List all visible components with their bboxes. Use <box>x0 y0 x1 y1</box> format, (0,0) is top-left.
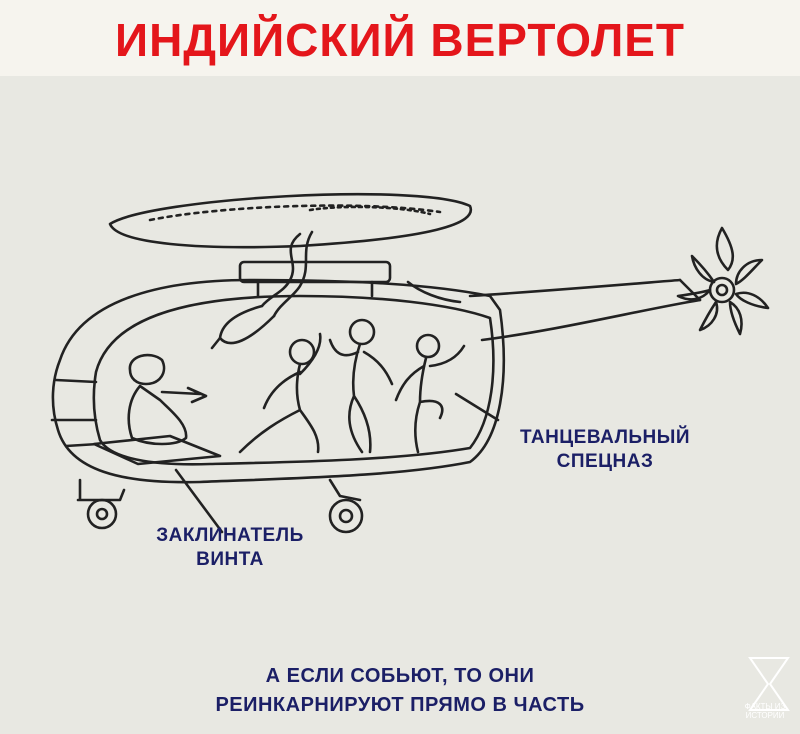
bottom-caption: А ЕСЛИ СОБЬЮТ, ТО ОНИ РЕИНКАРНИРУЮТ ПРЯМ… <box>130 662 670 720</box>
landing-gear <box>76 478 364 534</box>
dancer-figure <box>238 332 322 454</box>
caption-line-2: РЕИНКАРНИРУЮТ ПРЯМО В ЧАСТЬ <box>215 694 585 716</box>
watermark: ФАКТЫ ИЗ ИСТОРИИ <box>735 652 795 728</box>
charmer-pointer-line <box>174 468 224 534</box>
hourglass-logo-icon <box>748 657 790 711</box>
tail-boom <box>406 278 702 342</box>
snake-charmer-figure <box>92 353 222 466</box>
charmer-label-line-1: ЗАКЛИНАТЕЛЬ <box>156 525 304 546</box>
snake-icon <box>210 230 314 350</box>
caption-line-1: А ЕСЛИ СОБЬЮТ, ТО ОНИ <box>265 665 535 687</box>
main-rotor-icon <box>108 192 473 249</box>
title-band <box>0 0 800 76</box>
dancer-figure <box>394 333 466 454</box>
charmer-label-line-2: ВИНТА <box>196 549 264 570</box>
charmer-label: ЗАКЛИНАТЕЛЬ ВИНТА <box>110 524 350 572</box>
dancers-label-line-1: ТАНЦЕВАЛЬНЫЙ <box>519 427 691 448</box>
page-title: ИНДИЙСКИЙ ВЕРТОЛЕТ <box>115 14 685 66</box>
watermark-line-2: ИСТОРИИ <box>745 711 785 720</box>
dancers-label: ТАНЦЕВАЛЬНЫЙ СПЕЦНАЗ <box>470 426 740 474</box>
dancers-pointer-line <box>454 392 500 422</box>
flower-tail-rotor-icon <box>676 226 770 336</box>
watermark-line-1: ФАКТЫ ИЗ <box>744 702 786 711</box>
dancer-figure <box>328 318 394 454</box>
dancers-label-line-2: СПЕЦНАЗ <box>556 451 654 472</box>
